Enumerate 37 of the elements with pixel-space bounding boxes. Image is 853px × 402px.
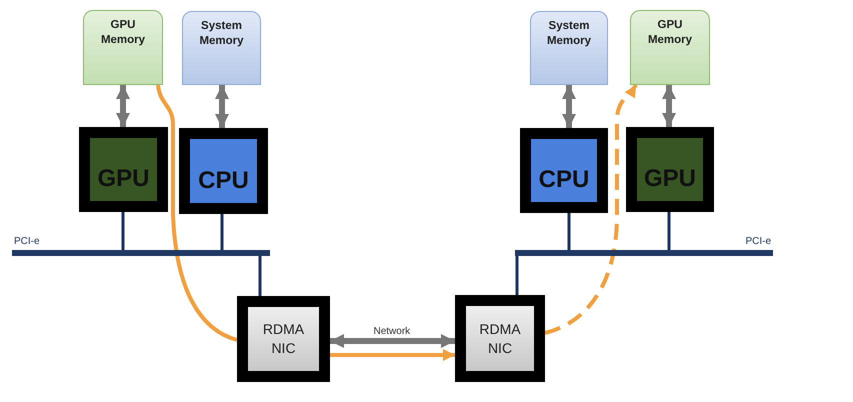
arrow: [562, 85, 576, 128]
memory-label: System Memory: [198, 19, 245, 49]
edge-label: Network: [372, 326, 412, 337]
memory-box: [182, 11, 261, 85]
chip-label: CPU: [198, 167, 249, 195]
memory-label: GPU Memory: [646, 18, 694, 48]
bus-label: PCI-e: [14, 236, 40, 247]
nic-box: [237, 296, 330, 382]
arrow: [330, 334, 455, 348]
nic-label: RDMA NIC: [262, 320, 306, 358]
memory-label: GPU Memory: [100, 18, 146, 48]
chip-label: CPU: [538, 166, 590, 194]
processor-chip: [179, 128, 268, 214]
nic-label: RDMA NIC: [478, 320, 522, 358]
chip-label: GPU: [644, 165, 696, 193]
processor-chip: [626, 127, 714, 212]
memory-box: [630, 10, 710, 85]
memory-label: System Memory: [546, 19, 592, 49]
bus-connector-line: [122, 212, 124, 250]
memory-box: [530, 11, 608, 85]
processor-chip: [520, 128, 608, 213]
bus-connector-line: [668, 212, 670, 250]
memory-box: [83, 10, 163, 85]
arrow: [215, 85, 229, 128]
bus-label: PCI-e: [745, 236, 771, 247]
bus-connector-line: [516, 256, 518, 295]
bus-connector-line: [568, 213, 570, 250]
arrow: [330, 349, 455, 361]
arrow: [116, 85, 130, 127]
processor-chip: [79, 127, 168, 212]
chip-label: GPU: [97, 165, 150, 193]
arrow: [544, 84, 638, 335]
bus-connector-line: [220, 214, 224, 250]
data-path-line: [156, 84, 238, 342]
bus-connector-line: [258, 256, 262, 296]
arrow: [662, 85, 676, 127]
nic-box: [455, 295, 545, 382]
